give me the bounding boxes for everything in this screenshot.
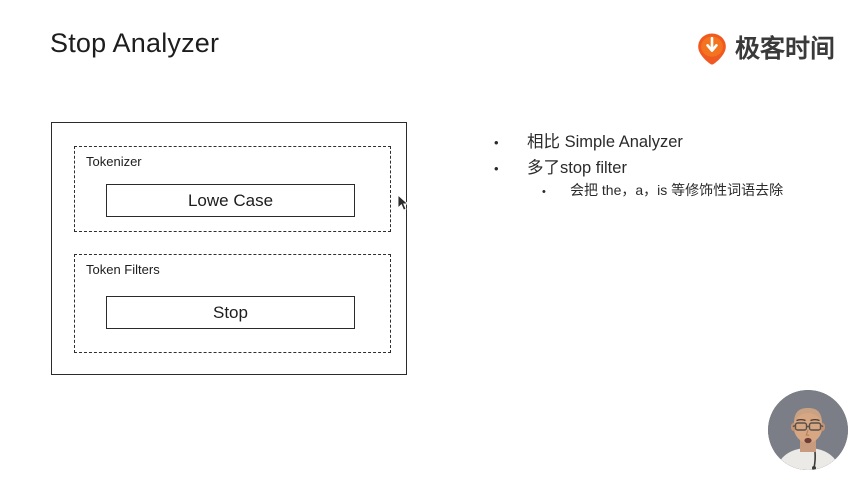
brand-name: 极客时间 bbox=[734, 34, 835, 63]
analyzer-pipeline-diagram: Tokenizer Lowe Case Token Filters Stop bbox=[51, 122, 407, 375]
presenter-video-thumbnail[interactable] bbox=[768, 390, 848, 470]
bullet-text: 相比 Simple Analyzer bbox=[527, 133, 683, 151]
token-filters-group: Token Filters Stop bbox=[74, 254, 391, 353]
tokenizer-group: Tokenizer Lowe Case bbox=[74, 146, 391, 232]
bullet-item: • 多了stop filter bbox=[494, 154, 844, 178]
token-filters-group-label: Token Filters bbox=[86, 262, 160, 277]
bullet-marker-icon: • bbox=[494, 161, 499, 176]
tokenizer-group-label: Tokenizer bbox=[86, 154, 142, 169]
bullet-list: • 相比 Simple Analyzer • 多了stop filter • 会… bbox=[494, 128, 844, 202]
bullet-text: 会把 the，a，is 等修饰性词语去除 bbox=[570, 182, 784, 198]
geektime-pin-icon bbox=[695, 32, 729, 66]
page-title: Stop Analyzer bbox=[50, 28, 220, 58]
token-filters-item-box: Stop bbox=[106, 296, 355, 329]
token-filters-item-label: Stop bbox=[213, 302, 248, 322]
tokenizer-item-box: Lowe Case bbox=[106, 184, 355, 217]
bullet-marker-icon: • bbox=[494, 135, 499, 150]
bullet-text: 多了stop filter bbox=[527, 159, 627, 177]
mouse-cursor bbox=[396, 193, 412, 212]
bullet-item: • 相比 Simple Analyzer bbox=[494, 128, 844, 152]
bullet-item: • 会把 the，a，is 等修饰性词语去除 bbox=[494, 180, 844, 200]
tokenizer-item-label: Lowe Case bbox=[187, 190, 274, 210]
bullet-marker-icon: • bbox=[542, 186, 546, 198]
brand-logo: 极客时间 bbox=[695, 32, 835, 66]
